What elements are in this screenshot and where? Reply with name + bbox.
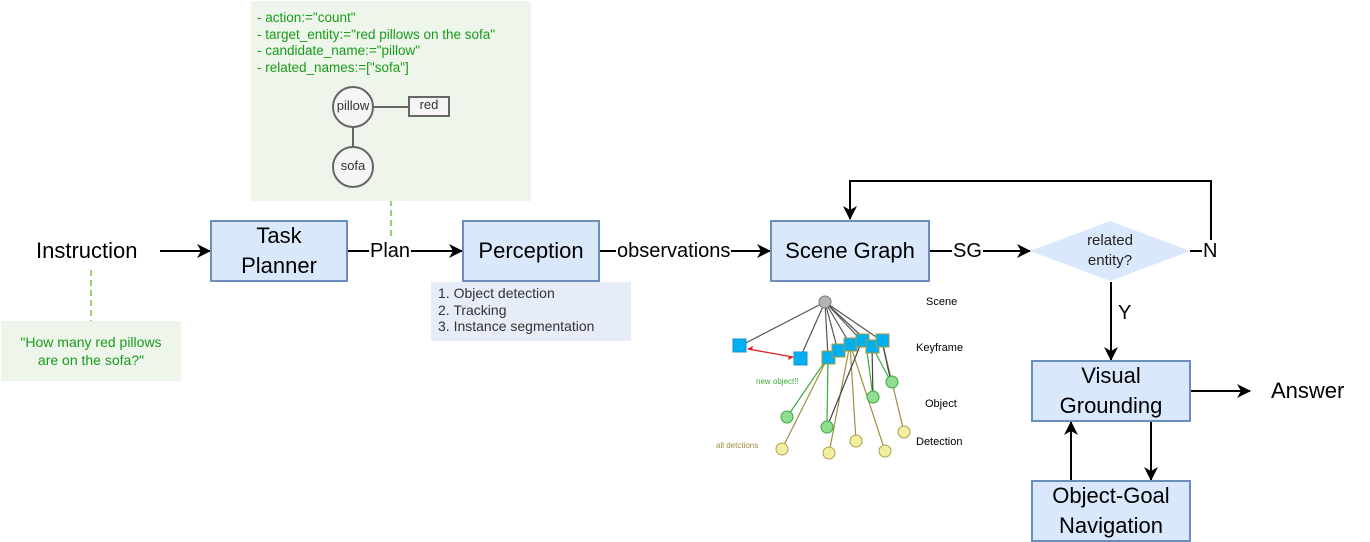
decision-label: related entity?: [1060, 231, 1160, 271]
sg-object-node: [780, 410, 794, 424]
task-planner-box: Task Planner: [210, 220, 348, 282]
mini-graph-attr-red: [408, 96, 450, 117]
edge-label-observations: observations: [616, 240, 732, 262]
instruction-example-note: "How many red pillows are on the sofa?": [1, 321, 181, 381]
plan-field-target-entity: - target_entity:="red pillows on the sof…: [257, 26, 496, 42]
instruction-label: Instruction: [36, 238, 138, 263]
perception-box: Perception: [462, 220, 600, 282]
plan-note: - action:="count" - target_entity:="red …: [251, 1, 531, 201]
sg-new-object-arrowheads: [747, 346, 794, 360]
sg-new-object-link: [747, 348, 794, 358]
object-goal-navigation-box: Object-Goal Navigation: [1031, 480, 1191, 542]
perception-steps-note: 1. Object detection 2. Tracking 3. Insta…: [431, 282, 631, 341]
sg-edge: [881, 340, 892, 383]
sg-keyframe-node: [793, 351, 808, 366]
decision-label-line2: entity?: [1087, 252, 1133, 269]
sg-level-detection: Detection: [916, 436, 963, 448]
mini-graph-pillow-label: pillow: [336, 98, 370, 113]
decision-label-line1: related: [1087, 232, 1133, 249]
perception-label: Perception: [478, 238, 584, 263]
plan-field-candidate-name: - candidate_name:="pillow": [257, 43, 421, 58]
sg-edge: [824, 301, 851, 345]
plan-field-action: - action:="count": [257, 10, 356, 25]
sg-keyframe-node: [831, 343, 846, 358]
sg-edge: [849, 343, 857, 442]
perception-step-1: 1. Object detection: [438, 285, 555, 301]
sg-detection-node: [849, 434, 863, 448]
visual-grounding-label: Visual Grounding: [1059, 363, 1163, 418]
sg-edge: [828, 343, 851, 454]
instruction-example-text: "How many red pillows are on the sofa?": [20, 334, 162, 368]
task-planner-label: Task Planner: [241, 223, 317, 278]
sg-edge: [871, 345, 874, 398]
sg-edge: [824, 301, 839, 352]
edge-label-sg: SG: [952, 240, 983, 262]
sg-detection-node: [775, 442, 789, 456]
sg-edge: [799, 301, 826, 359]
sg-edge: [739, 301, 826, 347]
object-goal-navigation-label: Object-Goal Navigation: [1052, 483, 1170, 538]
sg-edge: [824, 301, 829, 358]
mini-graph-node-pillow: [332, 86, 374, 128]
scene-graph-box: Scene Graph: [770, 220, 930, 282]
sg-scene-node: [818, 295, 832, 309]
sg-annotation-new-object: new object!!: [756, 377, 799, 386]
sg-edge: [786, 356, 829, 418]
mini-graph-sofa-label: sofa: [340, 158, 366, 173]
sg-level-object: Object: [925, 398, 957, 410]
sg-object-node: [820, 420, 834, 434]
sg-object-node: [866, 390, 880, 404]
sg-edge: [826, 340, 863, 428]
sg-keyframe-node: [843, 337, 858, 352]
sg-object-node: [885, 375, 899, 389]
perception-step-3: 3. Instance segmentation: [438, 318, 595, 334]
sg-edge: [826, 356, 829, 428]
sg-keyframe-node: [732, 338, 747, 353]
visual-grounding-box: Visual Grounding: [1031, 360, 1191, 422]
decision-diamond: [1030, 221, 1190, 281]
sg-keyframe-node: [875, 333, 890, 348]
sg-detection-node: [878, 444, 892, 458]
mini-graph-node-sofa: [332, 146, 374, 188]
perception-step-2: 2. Tracking: [438, 301, 507, 318]
sg-detection-node: [897, 425, 911, 439]
mini-graph-red-label: red: [419, 97, 439, 112]
answer-label: Answer: [1271, 378, 1345, 403]
edge-label-yes: Y: [1117, 302, 1133, 324]
sg-edge: [781, 356, 829, 450]
edge-label-no: N: [1202, 240, 1219, 262]
sg-level-scene: Scene: [926, 296, 958, 308]
sg-annotation-all-detections: all detctions: [716, 441, 759, 450]
sg-level-keyframe: Keyframe: [916, 342, 964, 354]
scene-graph-label: Scene Graph: [785, 238, 915, 263]
plan-field-related-names: - related_names:=["sofa"]: [257, 59, 409, 75]
sg-edge: [824, 301, 883, 342]
sg-detection-node: [822, 446, 836, 460]
edge-label-plan: Plan: [369, 240, 412, 262]
mini-graph: [332, 86, 450, 188]
